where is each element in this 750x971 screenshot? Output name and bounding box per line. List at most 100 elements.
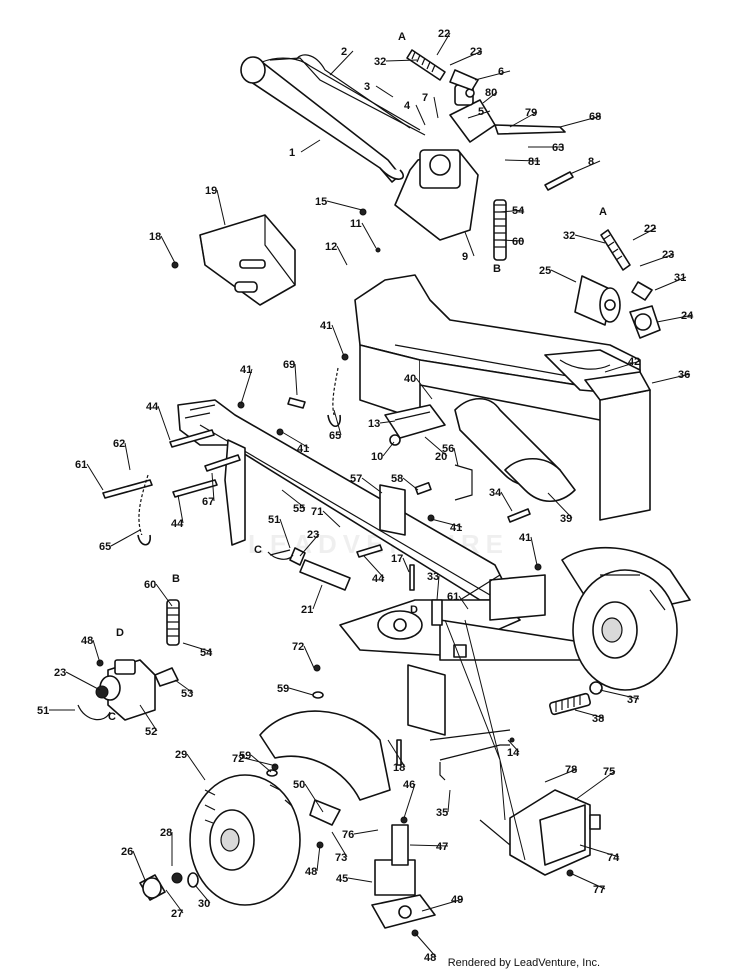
control-valve <box>449 84 566 143</box>
part-callout: 61 <box>75 459 87 471</box>
leader-line <box>447 789 451 813</box>
part-callout: 80 <box>485 87 497 99</box>
safety-chain-left <box>137 474 151 546</box>
part-callout: 69 <box>283 359 295 371</box>
leader-line <box>194 884 211 904</box>
slide-plate <box>384 404 446 446</box>
conn-b-2: B <box>172 573 180 585</box>
part-callout: 65 <box>329 430 341 442</box>
leader-line <box>139 704 158 732</box>
part-callout: 78 <box>565 764 577 776</box>
hydraulic-pump <box>95 659 179 721</box>
hub-parts <box>139 872 199 901</box>
part-callout: 32 <box>374 56 386 68</box>
leader-line <box>240 368 253 405</box>
leader-line <box>415 377 433 400</box>
part-callout: 7 <box>422 92 428 104</box>
leader-line <box>415 104 426 126</box>
part-callout: 76 <box>342 829 354 841</box>
part-callout: 22 <box>644 223 656 235</box>
leader-line <box>303 645 315 669</box>
leader-line <box>375 85 394 98</box>
part-callout: 41 <box>320 320 332 332</box>
leader-line <box>243 757 277 767</box>
leader-line <box>464 231 475 257</box>
leader-line <box>294 363 298 396</box>
hydraulic-cylinder <box>240 56 426 183</box>
hose-a-right <box>600 229 631 271</box>
part-callout: 73 <box>335 852 347 864</box>
leader-line <box>651 373 691 384</box>
leader-line <box>92 639 101 664</box>
leader-line <box>186 753 206 781</box>
leader-line <box>402 477 419 491</box>
part-callout: 46 <box>403 779 415 791</box>
right-wheel <box>561 546 691 691</box>
part-callout: 21 <box>301 604 313 616</box>
part-callout: 54 <box>200 647 213 659</box>
part-callout: 55 <box>293 503 305 515</box>
leader-line <box>550 269 577 283</box>
bracket-57 <box>379 484 406 536</box>
leader-line <box>382 441 395 457</box>
part-callout: 38 <box>592 713 604 725</box>
leader-line <box>499 209 525 213</box>
leader-line <box>65 671 101 691</box>
part-callout: 6 <box>498 66 504 78</box>
leader-line <box>279 518 291 549</box>
part-callout: 26 <box>121 846 133 858</box>
leader-line <box>316 844 321 872</box>
part-callout: 53 <box>181 688 193 700</box>
conn-b-1: B <box>493 263 501 275</box>
leader-line <box>639 253 675 267</box>
leader-line <box>467 110 491 119</box>
safety-chain-right <box>327 367 341 428</box>
leader-line <box>299 533 320 557</box>
part-callout: 47 <box>436 841 448 853</box>
part-callout: 59 <box>277 683 289 695</box>
leader-line <box>174 679 194 694</box>
leader-line <box>544 768 578 783</box>
leader-line <box>363 555 385 579</box>
leader-line <box>216 189 226 226</box>
leader-line <box>574 234 606 244</box>
hose-a-top <box>406 49 479 91</box>
part-callout: 41 <box>240 364 252 376</box>
leader-line <box>474 70 511 81</box>
part-callout: 56 <box>442 443 454 455</box>
leader-line <box>304 783 324 813</box>
part-callout: 44 <box>372 573 385 585</box>
coupler-crescent-left <box>77 704 111 721</box>
part-callout: 33 <box>427 571 439 583</box>
part-callout: 57 <box>350 473 362 485</box>
filter-elbow <box>631 281 653 301</box>
part-callout: 48 <box>305 866 317 878</box>
leader-line <box>281 431 310 449</box>
part-callout: 18 <box>149 231 161 243</box>
leader-line <box>361 222 377 249</box>
leader-line <box>574 770 616 801</box>
conn-c-2: C <box>108 711 116 723</box>
part-callout: 41 <box>297 443 309 455</box>
part-callout: 41 <box>519 532 531 544</box>
part-callout: 44 <box>146 401 159 413</box>
coupler-crescent-top <box>267 551 294 560</box>
part-callout: 12 <box>325 241 337 253</box>
leader-line <box>157 405 171 441</box>
leader-line <box>132 850 146 881</box>
leader-line <box>504 159 541 162</box>
leader-line <box>182 642 213 653</box>
part-callout: 50 <box>293 779 305 791</box>
leader-line <box>579 844 620 858</box>
leader-line <box>547 492 573 519</box>
part-callout: 11 <box>350 218 362 230</box>
part-callout: 31 <box>674 272 686 284</box>
bolts-group <box>102 429 531 766</box>
spring-38 <box>549 681 603 716</box>
leader-line <box>336 245 348 266</box>
part-callout: 5 <box>478 106 484 118</box>
leader-line <box>86 463 104 491</box>
